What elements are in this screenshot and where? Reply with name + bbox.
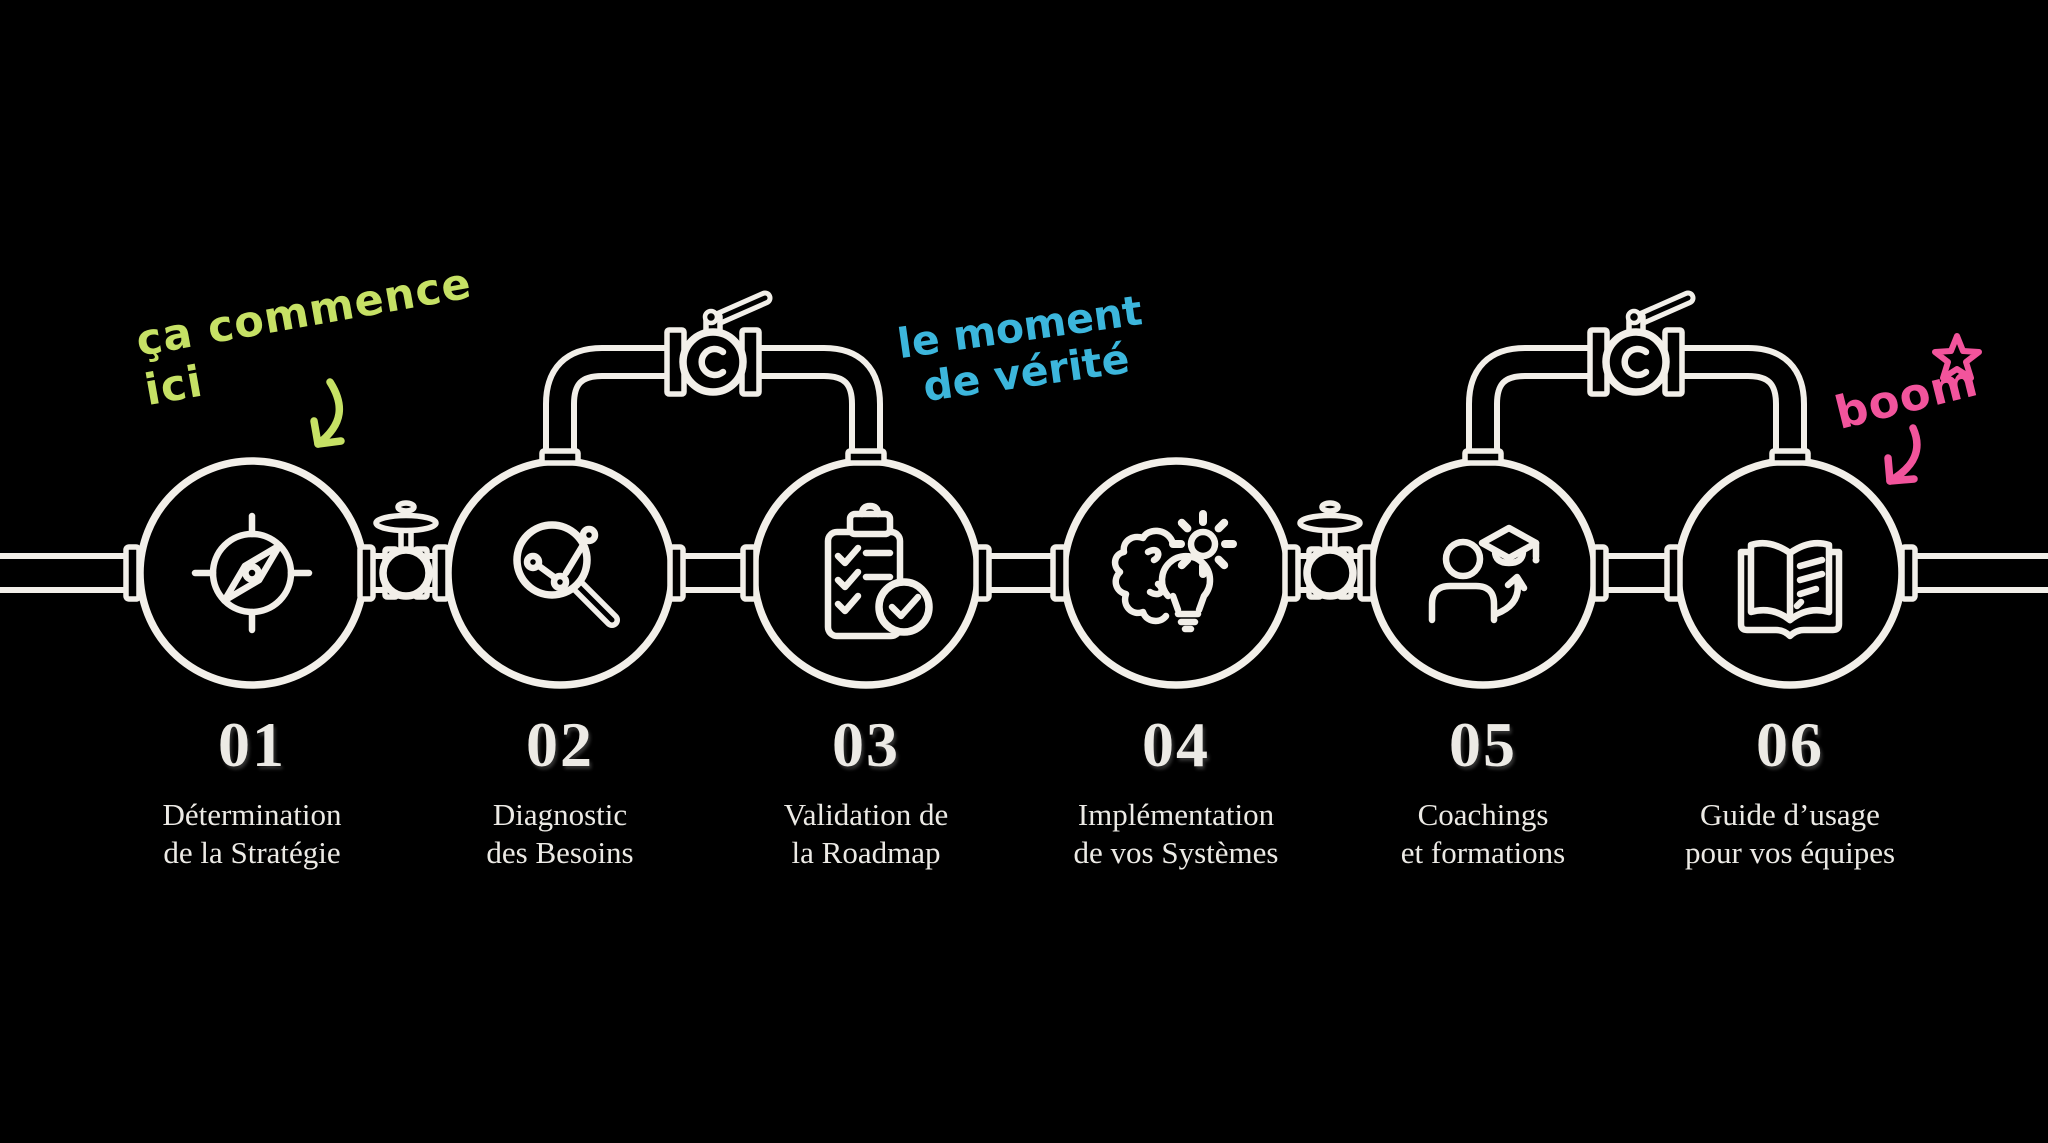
boom-arrow-icon [1884, 424, 1921, 485]
step-3-label: Validation de la Roadmap [783, 797, 949, 870]
step-1-number: 01 [218, 709, 286, 780]
step-6: 06 Guide d’usage pour vos équipes [1620, 708, 1960, 872]
clipboard-check-icon [824, 502, 933, 640]
pipe-flanges [123, 448, 1918, 602]
ball-valve-icon [664, 290, 773, 397]
step-5-label: Coachings et formations [1400, 797, 1566, 870]
step-2: 02 Diagnostic des Besoins [390, 708, 730, 872]
step-circle-4 [1060, 457, 1292, 689]
step-circle-5 [1367, 457, 1599, 689]
step-3: 03 Validation de la Roadmap [696, 708, 1036, 872]
step-4: 04 Implémentation de vos Systèmes [1006, 708, 1346, 872]
brain-gear-bulb-icon [1111, 510, 1237, 633]
step-5-number: 05 [1449, 709, 1517, 780]
open-book-icon [1737, 540, 1843, 640]
step-circle-1 [136, 457, 368, 689]
step-6-number: 06 [1756, 709, 1824, 780]
start-arrow-icon [310, 378, 345, 448]
ball-valve-icon [1587, 290, 1696, 397]
graduation-person-icon [1428, 524, 1540, 624]
step-1-label: Détermination de la Stratégie [162, 797, 342, 870]
gate-valve-icon [373, 500, 439, 600]
compass-icon [191, 512, 313, 634]
step-3-number: 03 [832, 709, 900, 780]
step-2-label: Diagnostic des Besoins [486, 797, 634, 870]
boom-star-icon [1932, 333, 1982, 381]
step-2-number: 02 [526, 709, 594, 780]
gate-valve-icon [1297, 500, 1363, 600]
step-1: 01 Détermination de la Stratégie [82, 708, 422, 872]
magnifier-chart-icon [513, 521, 620, 628]
step-5: 05 Coachings et formations [1313, 708, 1653, 872]
step-4-label: Implémentation de vos Systèmes [1073, 797, 1279, 870]
step-4-number: 04 [1142, 709, 1210, 780]
step-6-label: Guide d’usage pour vos équipes [1684, 797, 1896, 870]
